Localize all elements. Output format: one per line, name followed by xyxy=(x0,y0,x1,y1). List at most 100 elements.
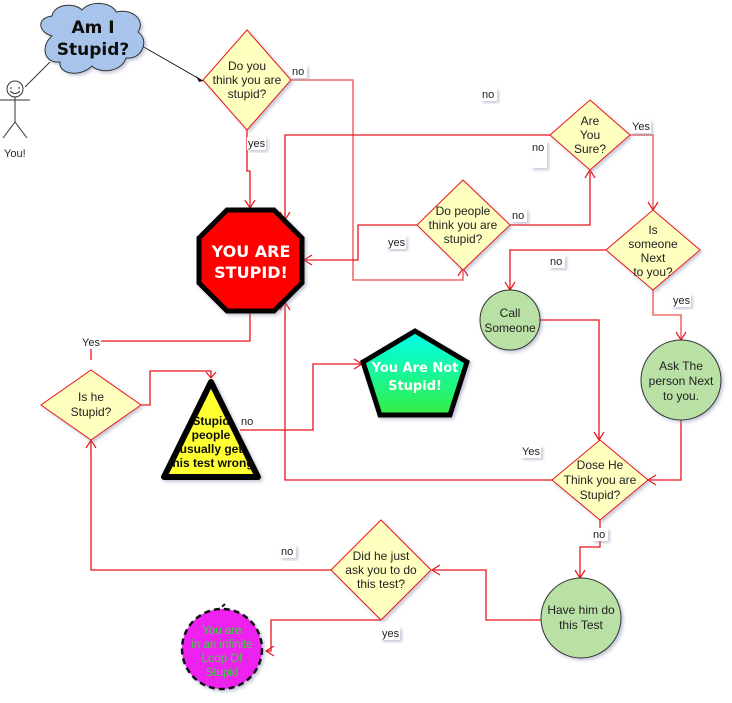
edge-labels: no yes no Yes no no yes no xyxy=(81,65,691,640)
node-line: to you. xyxy=(663,389,699,403)
cloud-line-1: Am I xyxy=(71,18,114,38)
edge-label-does-yes: Yes xyxy=(521,445,541,458)
actor-you[interactable]: You! xyxy=(0,80,30,160)
terminal-you-are-stupid[interactable]: YOU ARE STUPID! xyxy=(196,207,305,314)
edge-label-did-no: no xyxy=(280,545,296,558)
edge-label-text: yes xyxy=(248,138,266,150)
terminal-not-stupid[interactable]: You Are Not Stupid! xyxy=(360,328,470,418)
edge-label-text: no xyxy=(241,416,253,428)
node-line: people xyxy=(192,428,231,442)
edge-label-text: no xyxy=(532,142,544,154)
edge-label-text: no xyxy=(292,66,304,78)
cloud-am-i-stupid[interactable]: Am I Stupid? xyxy=(40,3,145,74)
edge-sure-yes xyxy=(630,134,654,210)
node-line: in an infinite xyxy=(191,639,252,651)
node-line: YOU ARE xyxy=(211,242,291,261)
decision-did-he-ask[interactable]: Did he just ask you to do this test? xyxy=(330,519,432,621)
decision-people-think[interactable]: Do people think you are stupid? xyxy=(416,179,511,271)
edge-label-think-yes: yes xyxy=(247,137,266,150)
edge-label-ishe-yes: Yes xyxy=(81,336,101,349)
diamond-shape xyxy=(202,29,292,131)
edge-actor-cloud xyxy=(24,61,51,88)
edge-label-text: yes xyxy=(673,295,691,307)
node-line: think you are xyxy=(213,73,282,87)
node-line: Do you xyxy=(228,59,266,73)
diamond-shape xyxy=(416,179,511,271)
process-have-him-do[interactable]: Have him do this Test xyxy=(540,577,622,659)
edge-people-no xyxy=(510,170,591,226)
node-line: person Next xyxy=(649,374,714,388)
node-line: Have him do xyxy=(547,603,615,617)
pentagon-shape xyxy=(360,328,470,418)
node-line: Call xyxy=(500,306,521,320)
warning-stupid-people[interactable]: Stupid people usually get this test wron… xyxy=(161,379,261,480)
process-ask-person[interactable]: Ask The person Next to you. xyxy=(640,339,722,421)
arrowhead xyxy=(196,76,203,82)
node-line: You are xyxy=(202,625,241,637)
edge-ask-does xyxy=(648,420,682,481)
node-line: ask you to do xyxy=(345,563,417,577)
edge-label-floating-no: no xyxy=(481,88,497,101)
node-line: usually get xyxy=(180,442,243,456)
edge-label-text: no xyxy=(281,546,293,558)
node-line: Next xyxy=(641,251,666,265)
edge-label-text: Yes xyxy=(632,121,650,133)
arrowhead xyxy=(264,645,275,657)
decision-someone-next[interactable]: Is someone Next to you? xyxy=(605,209,701,291)
circle-shape xyxy=(479,289,541,351)
edge-sure-no xyxy=(284,134,550,220)
node-line: to you? xyxy=(633,265,673,279)
warning-triangle-icon xyxy=(161,379,261,480)
process-call-someone[interactable]: Call Someone xyxy=(479,289,541,351)
diamond-shape xyxy=(551,439,649,521)
edge-think-yes xyxy=(246,130,251,208)
edge-label-text: no xyxy=(482,89,494,101)
node-line: this test wrong xyxy=(168,456,253,470)
diamond-shape xyxy=(330,519,432,621)
edge-label-did-yes: yes xyxy=(381,627,400,640)
circle-shape xyxy=(640,339,722,421)
circle-shape xyxy=(540,577,622,659)
node-line: someone xyxy=(628,237,678,251)
edge-someone-yes xyxy=(652,290,682,340)
edge-someone-no xyxy=(509,249,606,290)
node-line: Is he xyxy=(78,390,104,404)
node-line: stupid? xyxy=(228,87,267,101)
node-line: Dose He xyxy=(577,458,624,472)
edge-call-does xyxy=(540,319,600,440)
edge-label-text: yes xyxy=(382,628,400,640)
actor-label: You! xyxy=(4,148,26,160)
edge-label-text: yes xyxy=(388,237,406,249)
decision-is-he-stupid[interactable]: Is he Stupid? xyxy=(40,369,142,441)
edge-label-does-no: no xyxy=(592,528,608,541)
edge-label-text: no xyxy=(593,529,605,541)
edge-cloud-think xyxy=(141,45,204,82)
edge-label-sure-no: no xyxy=(531,141,547,168)
terminal-infinite-loop[interactable]: You are in an infinite Loop Of Stupid xyxy=(180,607,264,691)
node-line: Stupid? xyxy=(71,405,112,419)
edge-label-text: Yes xyxy=(522,446,540,458)
node-line: Ask The xyxy=(659,359,703,373)
node-line: this test? xyxy=(357,577,405,591)
stick-figure-icon xyxy=(0,80,30,139)
decision-are-you-sure[interactable]: Are You Sure? xyxy=(549,99,631,171)
edge-label-text: no xyxy=(550,256,562,268)
edge-label-someone-yes: yes xyxy=(672,294,691,307)
node-line: Is xyxy=(648,223,657,237)
node-line: stupid? xyxy=(444,232,483,246)
diamond-shape xyxy=(549,99,631,171)
node-line: Sure? xyxy=(574,142,606,156)
decision-think-stupid[interactable]: Do you think you are stupid? xyxy=(202,29,292,131)
edge-label-text: no xyxy=(512,210,524,222)
node-line: STUPID! xyxy=(214,263,288,282)
cloud-line-2: Stupid? xyxy=(57,40,130,60)
decision-does-he-think[interactable]: Dose He Think you are Stupid? xyxy=(551,439,649,521)
arrowhead xyxy=(205,371,217,379)
stop-sign-shape xyxy=(196,207,305,314)
node-line: Stupid? xyxy=(580,488,621,502)
node-line: Do people xyxy=(436,204,491,218)
node-line: You Are Not xyxy=(371,361,459,376)
edge-label-people-yes: yes xyxy=(387,236,406,249)
edge-people-yes xyxy=(304,224,417,261)
